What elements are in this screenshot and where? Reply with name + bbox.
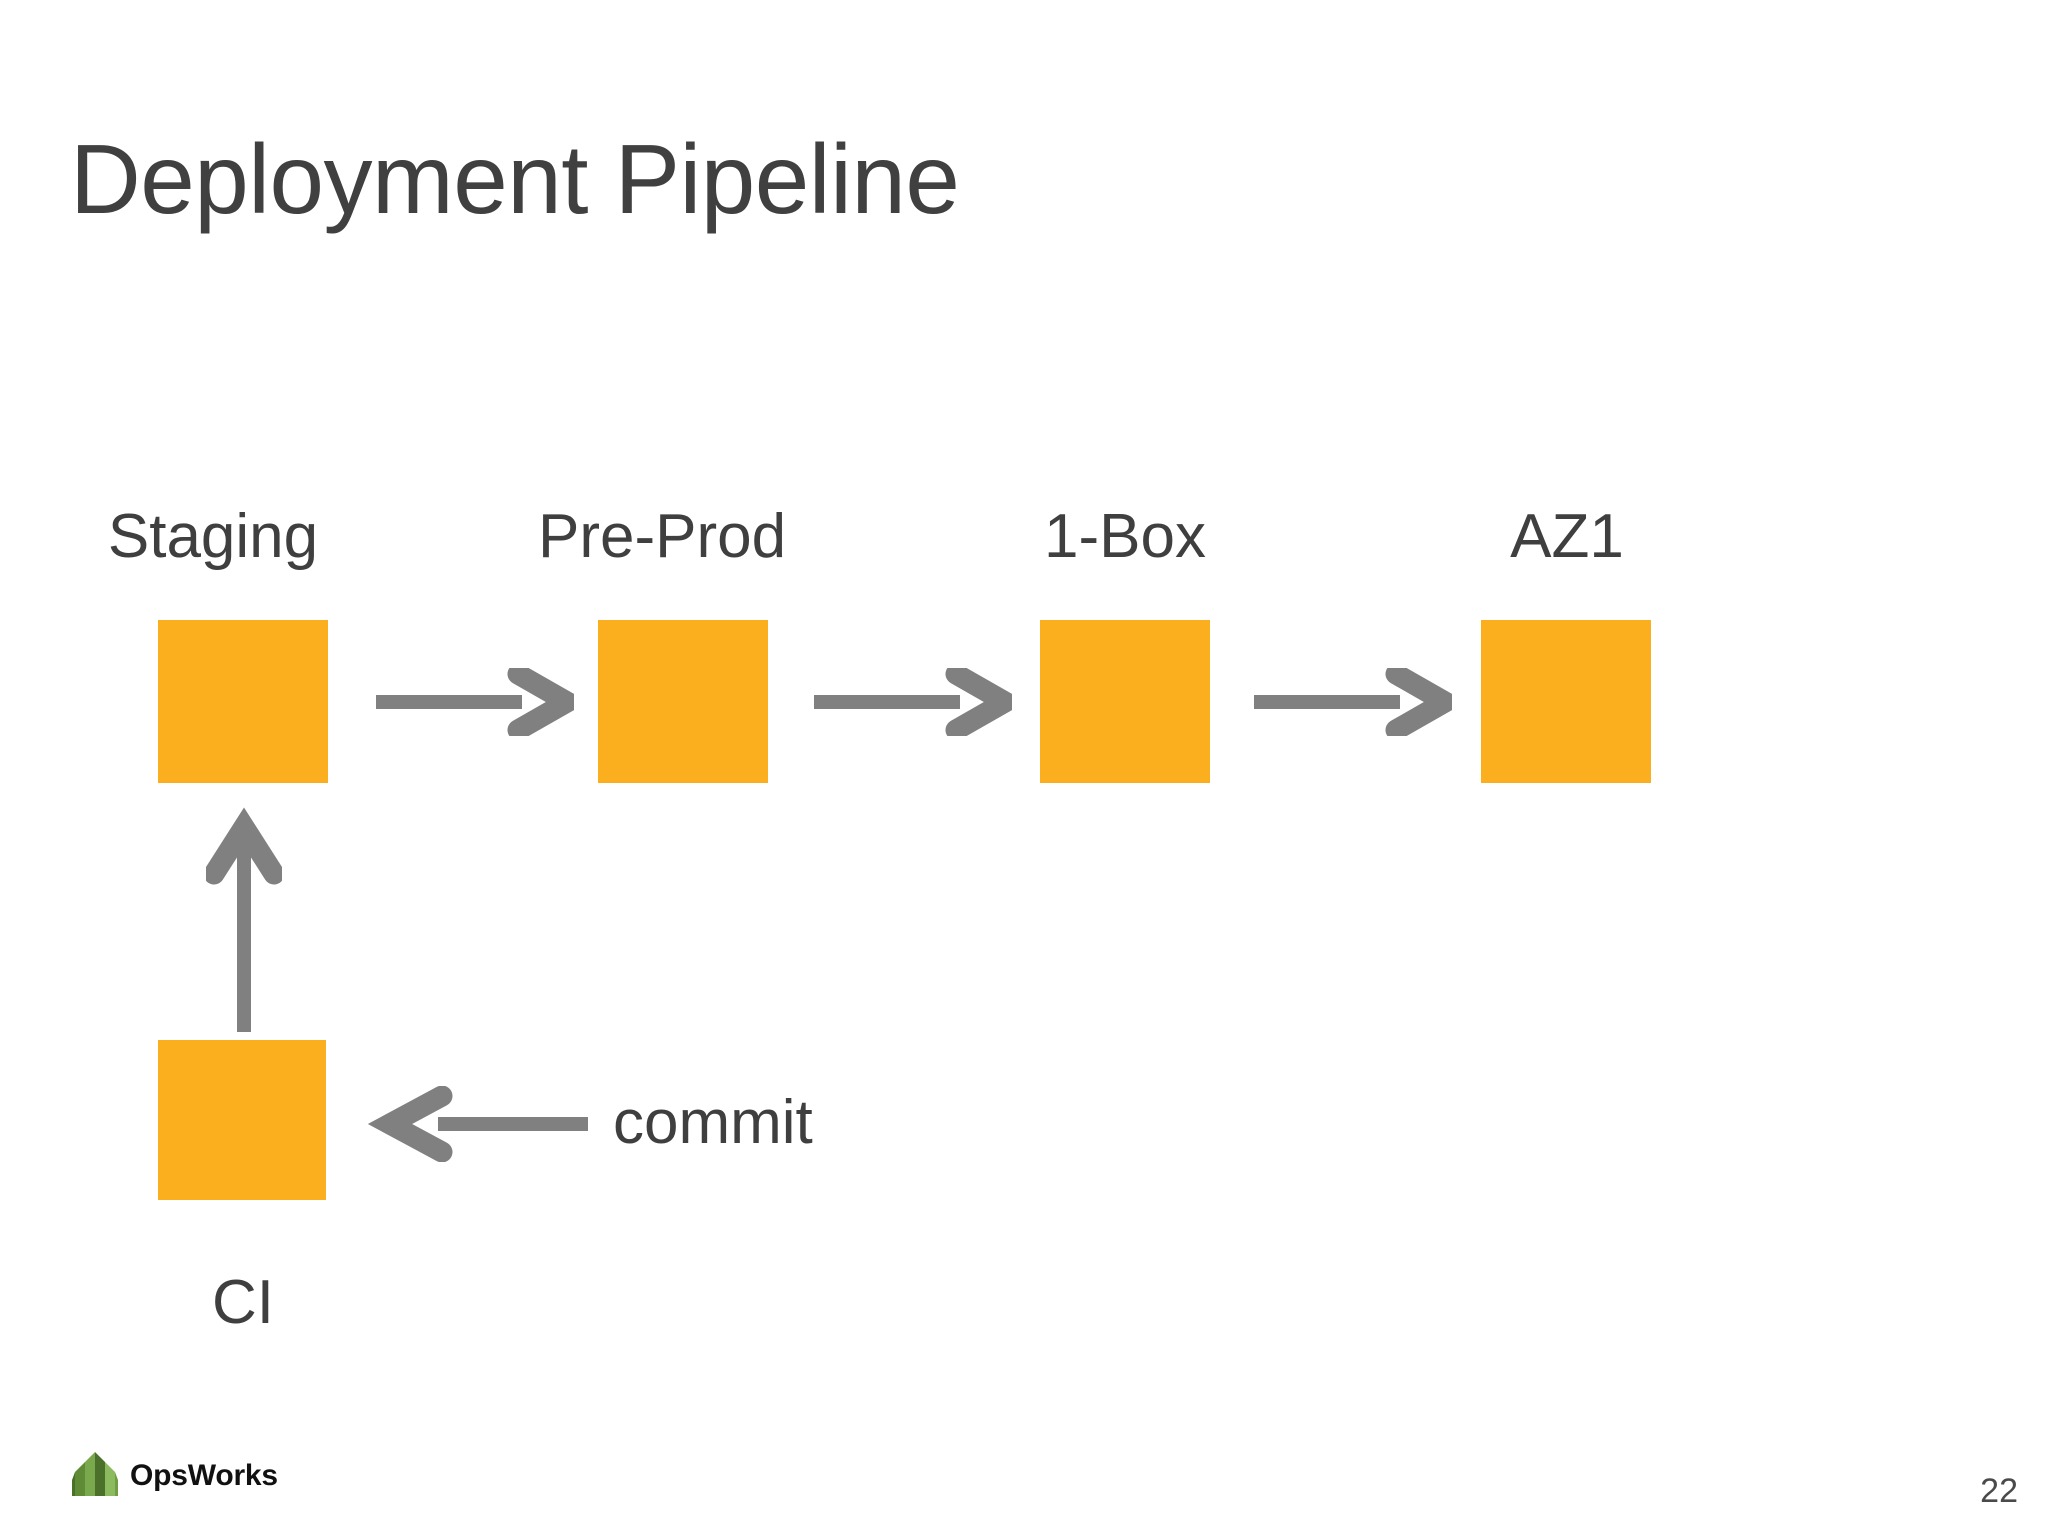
stage-label-az1: AZ1 bbox=[1510, 502, 1624, 571]
edge-label-commit: commit bbox=[613, 1088, 813, 1157]
opsworks-leaf-icon bbox=[72, 1450, 118, 1503]
opsworks-logo: OpsWorks bbox=[72, 1448, 278, 1504]
ci-box[interactable] bbox=[158, 1040, 326, 1200]
arrow-onebox-to-az1 bbox=[1252, 668, 1452, 736]
node-caption-ci: CI bbox=[212, 1268, 274, 1337]
one-box-box[interactable] bbox=[1040, 620, 1210, 783]
page-title: Deployment Pipeline bbox=[70, 124, 960, 234]
arrow-ci-to-staging bbox=[206, 806, 282, 1034]
preprod-box[interactable] bbox=[598, 620, 768, 783]
page-number: 22 bbox=[1980, 1472, 2018, 1510]
stage-label-pre-prod: Pre-Prod bbox=[538, 502, 787, 571]
arrow-commit-to-ci bbox=[360, 1086, 590, 1162]
staging-box[interactable] bbox=[158, 620, 328, 783]
arrow-staging-to-preprod bbox=[374, 668, 574, 736]
stage-label-1-box: 1-Box bbox=[1044, 502, 1206, 571]
arrow-preprod-to-onebox bbox=[812, 668, 1012, 736]
opsworks-logo-text: OpsWorks bbox=[130, 1459, 278, 1492]
az1-box[interactable] bbox=[1481, 620, 1651, 783]
stage-label-staging: Staging bbox=[107, 502, 319, 571]
